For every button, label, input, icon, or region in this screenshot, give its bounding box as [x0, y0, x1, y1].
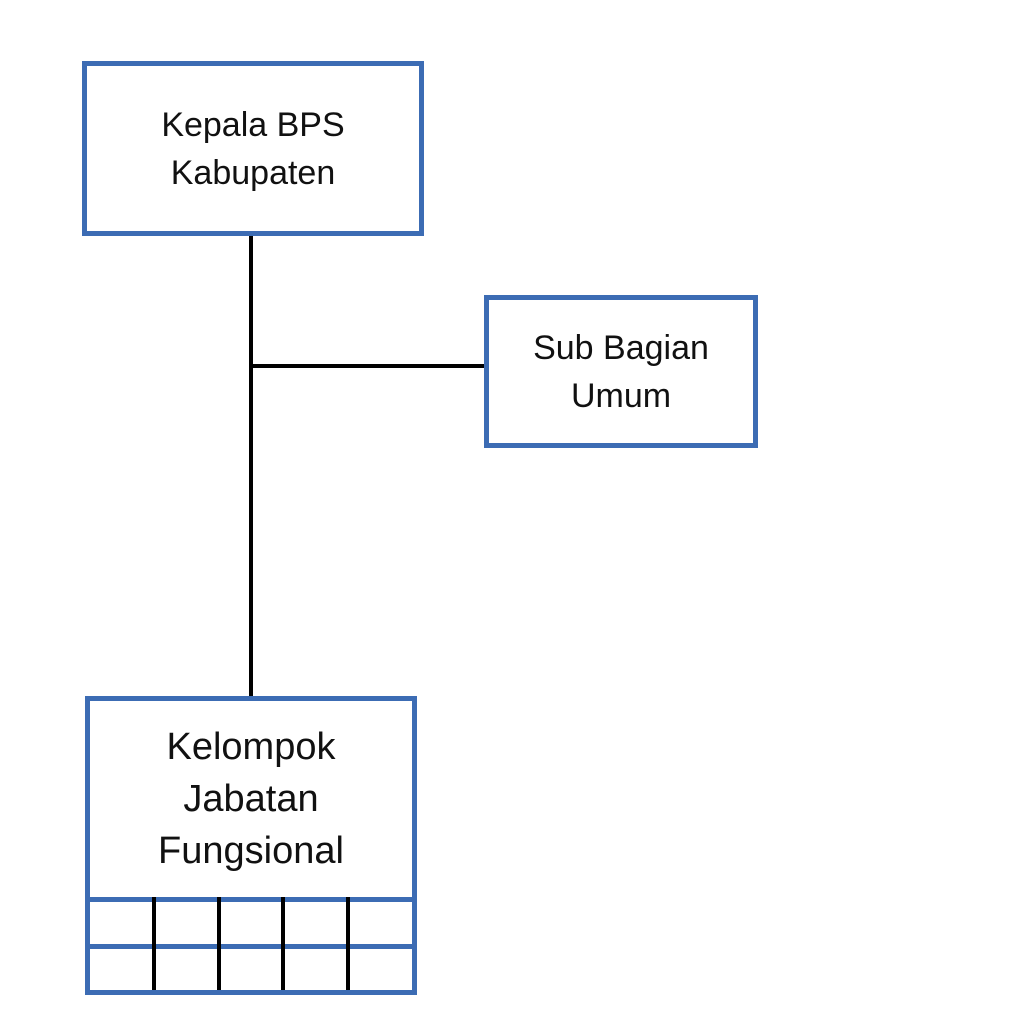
node-label-line: Fungsional [158, 830, 344, 872]
grid-column-divider [216, 897, 221, 990]
grid-column-divider [345, 897, 350, 990]
node-sub-bagian-umum-label: Sub Bagian Umum [489, 300, 753, 443]
node-kepala-bps-kabupaten-label: Kepala BPS Kabupaten [87, 66, 419, 231]
node-label-line: Jabatan [183, 778, 319, 820]
functional-positions-grid [90, 897, 412, 990]
node-kepala-bps-kabupaten: Kepala BPS Kabupaten [82, 61, 424, 236]
node-label-line: Umum [570, 376, 672, 415]
node-kelompok-jabatan-fungsional: Kelompok Jabatan Fungsional [85, 696, 417, 995]
node-label-line: Sub Bagian [533, 328, 709, 367]
node-label-line: Kabupaten [170, 153, 336, 192]
node-label-line: Kepala BPS [161, 105, 345, 144]
node-kelompok-jabatan-fungsional-label: Kelompok Jabatan Fungsional [90, 701, 412, 897]
grid-row [90, 943, 412, 990]
connector-kepala-to-kelompok [249, 236, 253, 696]
node-label-line: Kelompok [166, 726, 336, 768]
grid-row [90, 897, 412, 944]
grid-column-divider [152, 897, 157, 990]
grid-column-divider [281, 897, 286, 990]
connector-branch-to-sub-bagian-umum [251, 364, 484, 368]
node-sub-bagian-umum: Sub Bagian Umum [484, 295, 758, 448]
